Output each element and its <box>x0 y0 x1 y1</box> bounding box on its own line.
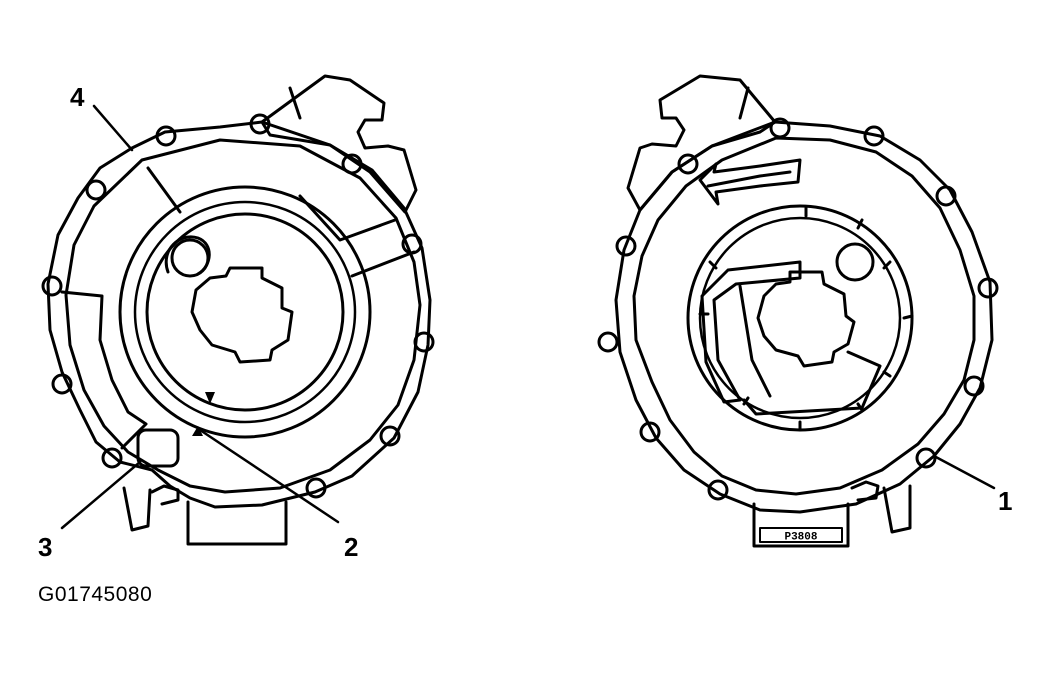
left-lock-button <box>138 430 178 466</box>
right-bolt-lug <box>617 237 635 255</box>
left-bolt-lug <box>343 155 361 173</box>
left-bolt-lug <box>103 449 121 467</box>
left-bolt-lug <box>307 479 325 497</box>
right-lower-connector <box>754 504 848 546</box>
left-bolt-lug <box>251 115 269 133</box>
left-bolt-lug <box>381 427 399 445</box>
right-bolt-lug <box>965 377 983 395</box>
callout-2: 2 <box>344 532 359 562</box>
left-outer-housing <box>48 122 430 507</box>
callout-4: 4 <box>70 82 85 112</box>
right-bolt-lug <box>709 481 727 499</box>
part-marking-label: P3808 <box>784 532 817 544</box>
right-rotation-arrow <box>700 160 800 204</box>
right-bolt-lug <box>865 127 883 145</box>
right-splined-hub <box>758 272 854 366</box>
right-bolt-lug <box>599 333 617 351</box>
callout-1: 1 <box>998 486 1013 516</box>
right-bolt-lug <box>917 449 935 467</box>
right-bolt-lug <box>641 423 659 441</box>
leader-line-2 <box>200 430 338 522</box>
left-splined-hub <box>192 268 292 362</box>
left-rotor-outer-ring <box>120 187 370 437</box>
right-bolt-lug <box>937 187 955 205</box>
leader-line-1 <box>934 456 994 488</box>
left-lower-connector <box>188 502 286 544</box>
right-outer-housing <box>616 122 992 512</box>
right-clockspring-view: P3808 <box>599 76 997 546</box>
leader-line-4 <box>94 106 132 150</box>
left-bolt-lug <box>157 127 175 145</box>
right-upper-connector <box>628 76 775 210</box>
right-bolt-lug <box>679 155 697 173</box>
right-bolt-lug <box>979 279 997 297</box>
left-bolt-lug <box>53 375 71 393</box>
left-bolt-lug <box>403 235 421 253</box>
left-bolt-lug <box>415 333 433 351</box>
leader-line-3 <box>62 462 140 528</box>
left-alignment-arrow <box>205 392 215 404</box>
figure-id-label: G01745080 <box>38 583 153 606</box>
callout-3: 3 <box>38 532 53 562</box>
right-bolt-lug <box>771 119 789 137</box>
left-bolt-lug <box>87 181 105 199</box>
left-bolt-lug <box>43 277 61 295</box>
left-clockspring-view <box>43 76 433 544</box>
